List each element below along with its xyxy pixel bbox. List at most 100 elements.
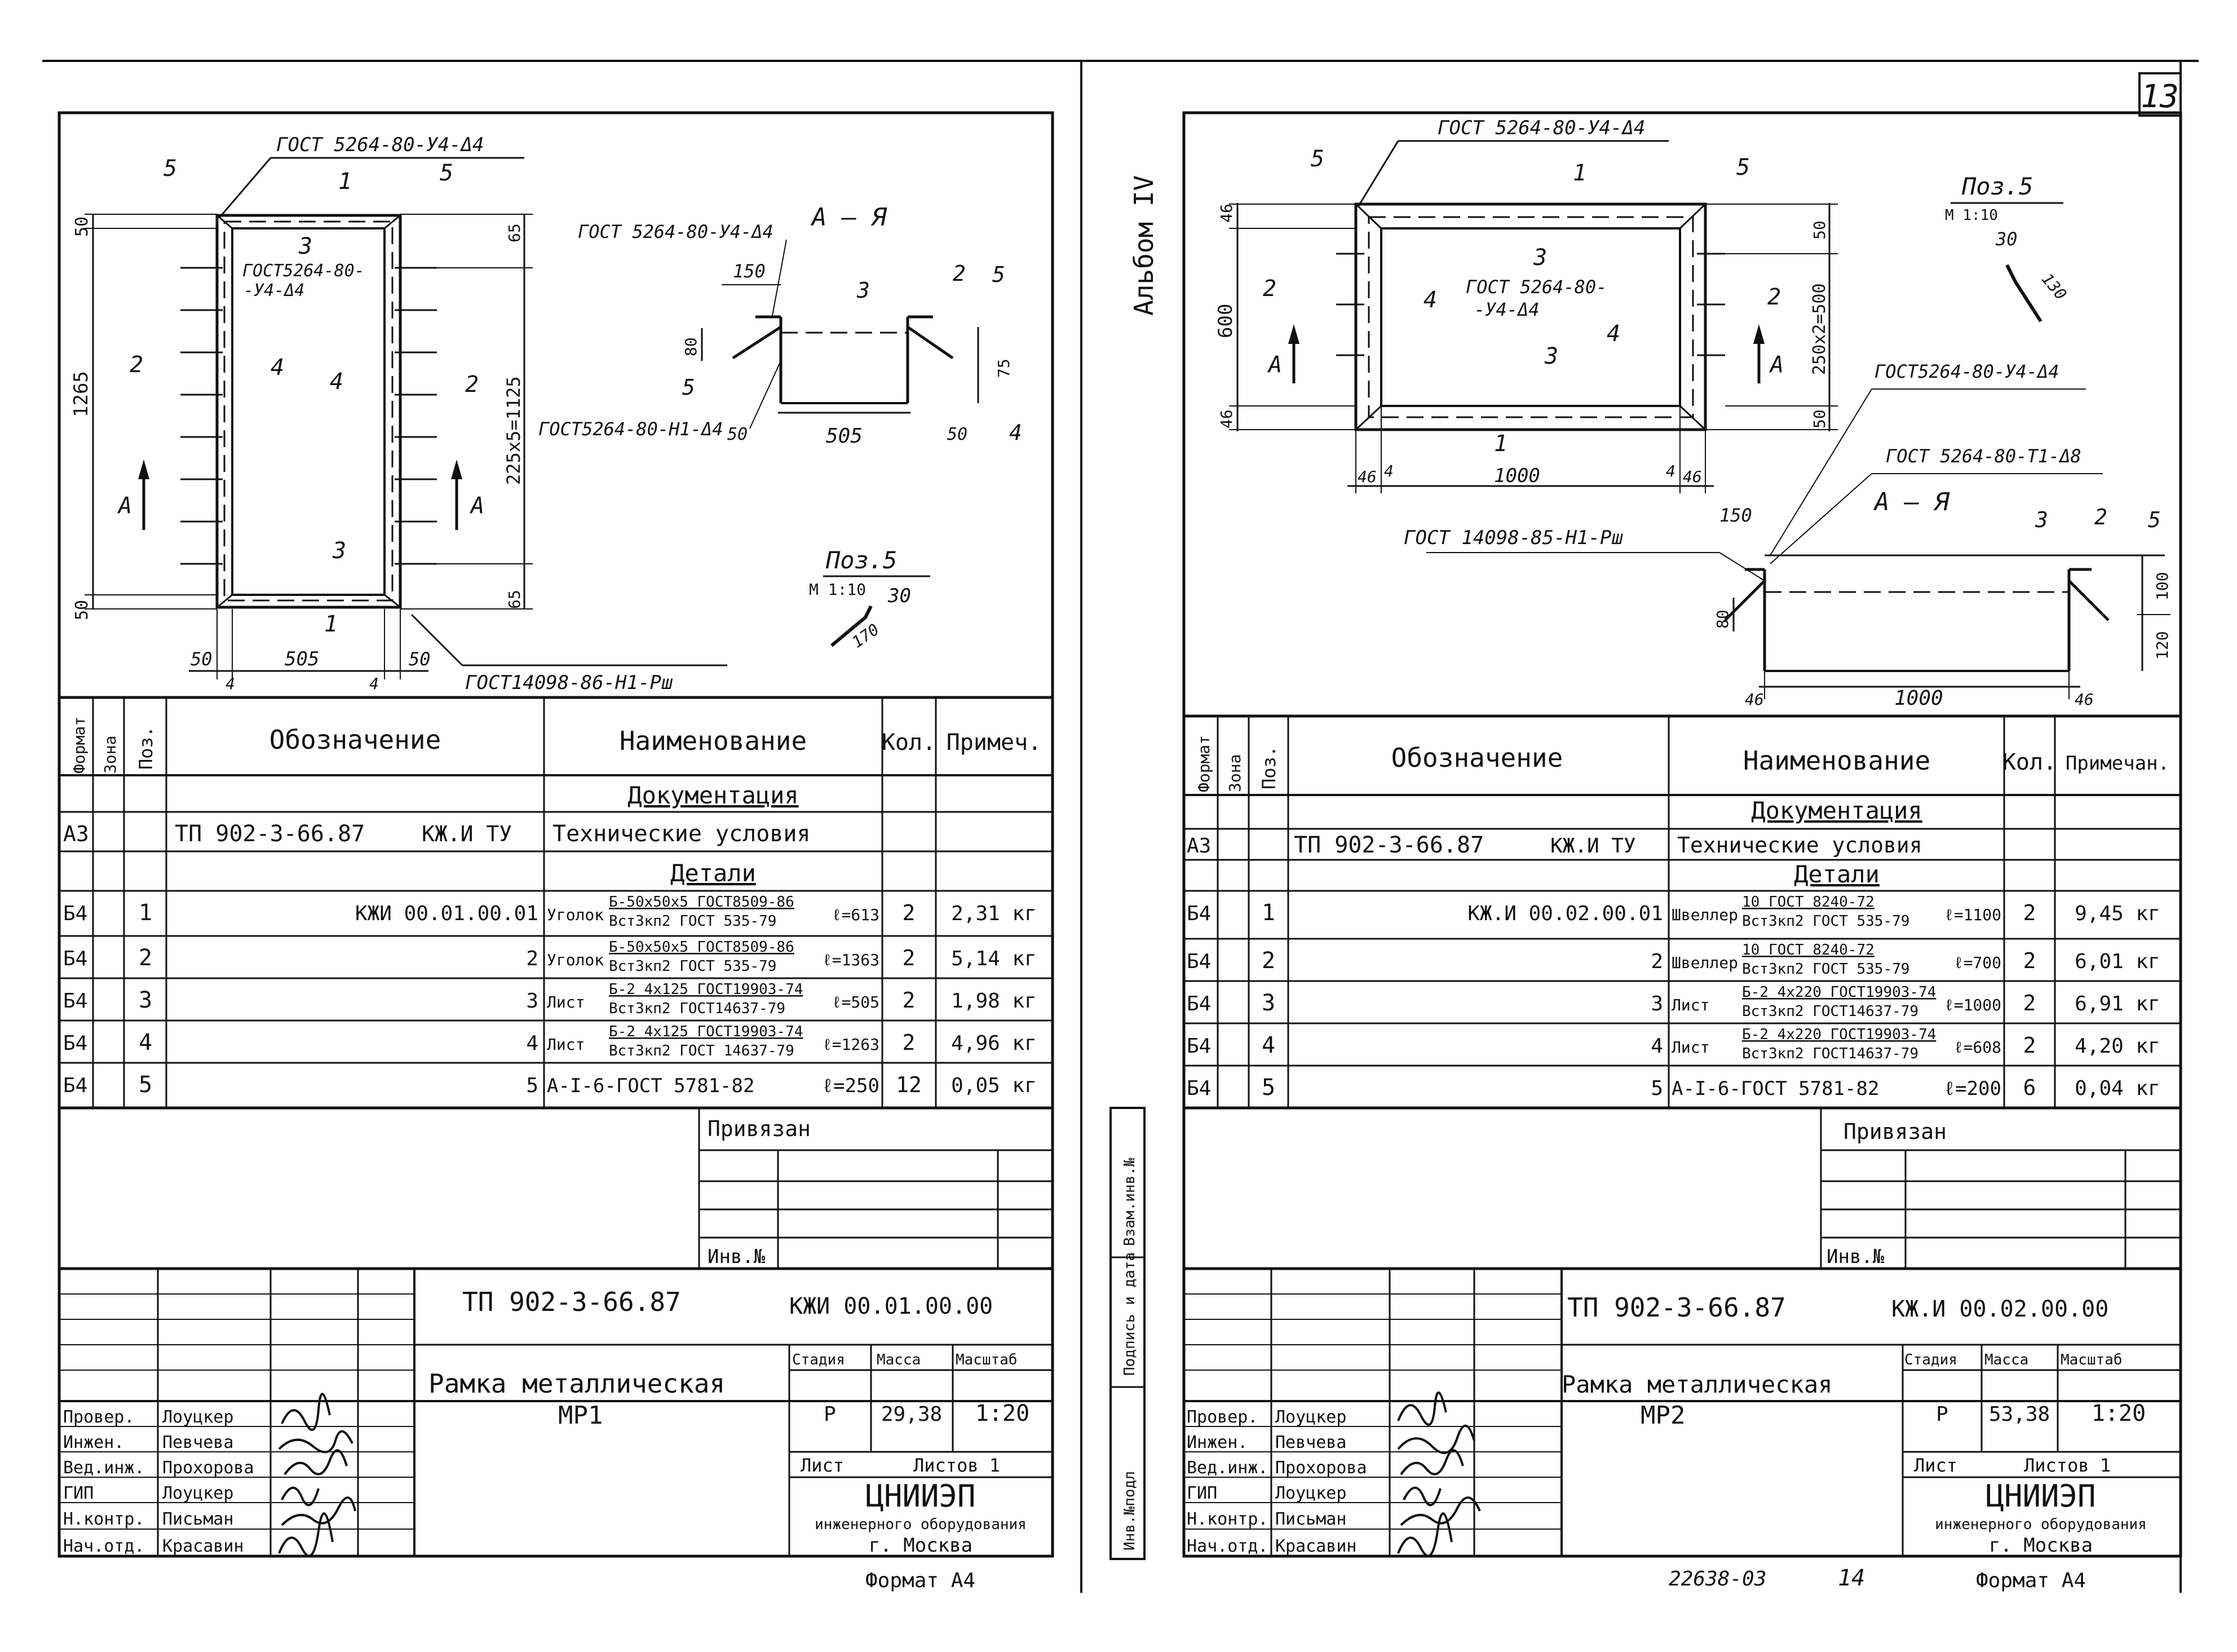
pos-label-4-left: 4 <box>1423 287 1437 313</box>
spec-row-format: Б4 <box>1187 902 1211 925</box>
title-name-1: Рамка металлическая <box>428 1368 725 1399</box>
dim-wall-left: 4 <box>1384 462 1394 480</box>
spec-row-pos: 5 <box>1262 1075 1275 1101</box>
dim-gap-bottom: 50 <box>1810 409 1829 429</box>
spec-row-note: 4,96 кг <box>951 1032 1037 1055</box>
dim-wall-right: 4 <box>369 674 379 693</box>
spec-row-note: 4,20 кг <box>2075 1035 2160 1058</box>
title-stage: Р <box>1936 1403 1948 1426</box>
section-pos-5: 5 <box>2148 507 2161 532</box>
dim-side-right: 50 <box>409 648 431 670</box>
spec-header-name: Наименование <box>1743 745 1930 776</box>
spec-row-name-top: Б-50х50х5 ГОСТ8509-86 <box>609 894 794 911</box>
spec-header-format: Формат <box>70 717 89 774</box>
spec-row-length: ℓ=1263 <box>823 1035 879 1054</box>
pos-label-5a: 5 <box>1311 146 1324 172</box>
spec-row-length: ℓ=608 <box>1954 1038 2001 1057</box>
pos-label-1-top: 1 <box>1573 160 1586 186</box>
spec-header-format: Формат <box>1195 735 1213 792</box>
section-pos-4: 4 <box>1009 420 1022 445</box>
section-pos-2: 2 <box>2094 505 2107 529</box>
spec-row-qty: 2 <box>903 946 916 970</box>
spec-header-zone: Зона <box>101 736 120 774</box>
page-number: 13 <box>2141 78 2178 115</box>
spec-doc-code: ТП 902-3-66.87 <box>1294 832 1484 858</box>
title-scale: 1:20 <box>2092 1401 2146 1426</box>
dim-side-bottom: 46 <box>1217 409 1236 429</box>
section-a-a-mr1 <box>701 239 979 429</box>
section-dim-h2: 100 <box>2153 572 2172 600</box>
pos-label-5b: 5 <box>440 160 453 186</box>
section-mark-right: А <box>469 493 484 519</box>
title-name-2: МР1 <box>558 1401 603 1430</box>
section-dim-width: 505 <box>826 425 863 448</box>
pos5-title: Поз.5 <box>1961 173 2033 200</box>
spec-row-code: 3 <box>1651 992 1663 1015</box>
spec-row-qty: 2 <box>2023 991 2036 1015</box>
title-scale-header: Масштаб <box>2061 1351 2123 1368</box>
pos-label-1-bottom: 1 <box>324 611 338 637</box>
pos-label-4-right: 4 <box>330 369 343 395</box>
album-label: Альбом IV <box>1129 175 1159 316</box>
signature-role: Вед.инж. <box>1187 1458 1268 1478</box>
spec-row-name-bottom: Вст3кп2 ГОСТ14637-79 <box>609 1000 785 1017</box>
spec-row-format: Б4 <box>1187 1077 1211 1100</box>
title-stage: Р <box>824 1403 836 1426</box>
weld-note-inner: ГОСТ5264-80- <box>242 261 365 281</box>
pos-label-2-right: 2 <box>1767 284 1781 310</box>
spec-row-format: Б4 <box>1187 1035 1211 1058</box>
weld-note-inner: ГОСТ 5264-80- <box>1466 276 1607 298</box>
spec-row-format: Б4 <box>63 947 87 970</box>
dim-width: 1000 <box>1494 465 1540 487</box>
side-stamp-label-3: Взам.инв.№ <box>1121 1158 1138 1246</box>
pos-label-3-top: 3 <box>1533 245 1547 271</box>
dim-gap-top: 50 <box>72 217 92 237</box>
spec-row-name-bottom: Вст3кп2 ГОСТ 535-79 <box>1742 913 1909 930</box>
section-dim-flange: 150 <box>733 260 766 282</box>
spec-row-name-bottom: Вст3кп2 ГОСТ 14637-79 <box>609 1043 794 1059</box>
spec-row-name-top: Б-2 4х220 ГОСТ19903-74 <box>1742 984 1936 1001</box>
section-mark-left: А <box>1267 352 1282 378</box>
spec-table-mr2 <box>1184 714 2181 1110</box>
spec-row-name-bottom: Вст3кп2 ГОСТ 535-79 <box>609 913 776 930</box>
binding-inv: Инв.№ <box>708 1245 766 1268</box>
pos-label-1-bottom: 1 <box>1494 431 1507 457</box>
spec-row-name-prefix: Уголок <box>547 905 604 924</box>
section-dim-50b: 50 <box>947 425 967 444</box>
spec-header-note: Примеч. <box>947 730 1042 756</box>
spec-section-docs: Документация <box>627 781 798 809</box>
spec-row-length: ℓ=250 <box>822 1075 879 1097</box>
spec-row-name-top: Б-2 4х125 ГОСТ19903-74 <box>609 981 803 998</box>
spec-row-qty: 6 <box>2023 1075 2036 1100</box>
pos-label-2-left: 2 <box>130 352 143 378</box>
spec-header-name: Наименование <box>620 726 807 756</box>
section-dim-50: 50 <box>727 425 748 444</box>
spec-row-code: 3 <box>526 990 538 1013</box>
spec-row-name-prefix: Швеллер <box>1672 953 1738 972</box>
spec-doc-name: Технические условия <box>552 821 811 847</box>
title-org-1: ЦНИИЭП <box>1986 1478 2095 1514</box>
spec-row-length: ℓ=1100 <box>1944 905 2001 924</box>
pos-label-2-right: 2 <box>465 372 479 397</box>
section-title: А – Я <box>1873 488 1950 516</box>
spec-row-qty: 2 <box>2023 948 2036 973</box>
signature-name: Письман <box>162 1509 233 1529</box>
dim-side-left: 46 <box>1358 467 1377 486</box>
section-pos-5b: 5 <box>682 375 695 400</box>
spec-doc-code: ТП 902-3-66.87 <box>175 821 365 847</box>
pos-label-4-left: 4 <box>271 355 284 381</box>
title-mass: 29,38 <box>881 1403 942 1426</box>
title-mass: 53,38 <box>1989 1403 2050 1426</box>
format-label: Формат А4 <box>865 1569 975 1592</box>
spec-row-length: ℓ=505 <box>832 993 879 1011</box>
spec-row-name-prefix: Лист <box>547 1035 585 1054</box>
section-dim-h3: 120 <box>2153 631 2172 660</box>
spec-row-note: 1,98 кг <box>951 990 1037 1013</box>
title-block-mr1 <box>59 1267 1053 1557</box>
spec-header-code: Обозначение <box>269 725 441 755</box>
spec-doc-mark: КЖ.И ТУ <box>1550 834 1636 858</box>
section-weld-1: ГОСТ 5264-80-У4-Δ4 <box>578 221 773 242</box>
spec-row-note: 6,91 кг <box>2075 992 2160 1015</box>
spec-row-format: Б4 <box>63 902 87 925</box>
